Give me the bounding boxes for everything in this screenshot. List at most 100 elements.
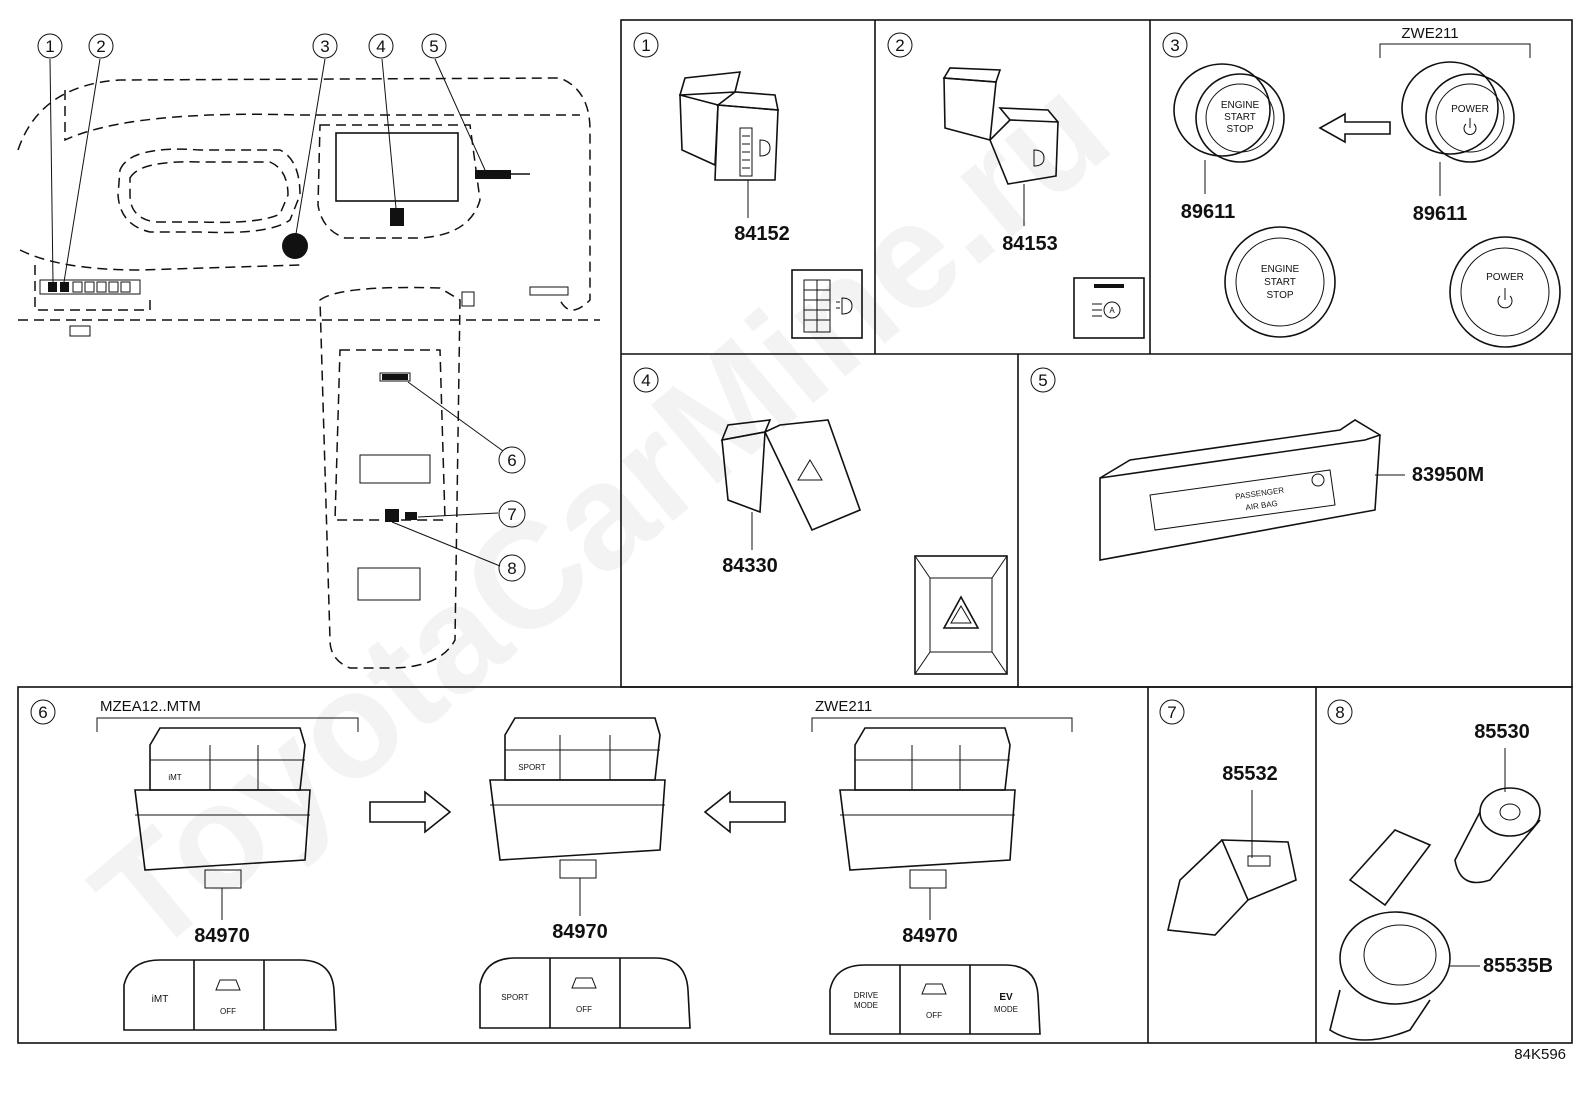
svg-text:ENGINE: ENGINE: [1261, 264, 1300, 275]
svg-text:PASSENGER: PASSENGER: [1235, 486, 1285, 502]
callout-8: 8: [498, 554, 526, 582]
svg-text:SPORT: SPORT: [501, 993, 529, 1002]
dimmer-switch-drawing: [678, 71, 779, 181]
part-89611-right: 89611: [1413, 203, 1468, 225]
svg-text:OFF: OFF: [220, 1007, 236, 1016]
callout-2: 2: [88, 33, 114, 59]
panel-3: 3 ZWE211 ENGINE START STOP POWER 89611 8…: [1162, 25, 1561, 348]
model-zwe211-p6: ZWE211: [815, 698, 872, 715]
leveling-icon-box: A: [1073, 277, 1145, 339]
switch-assembly-ev: [839, 727, 1016, 889]
svg-text:POWER: POWER: [1451, 104, 1489, 115]
usb-port-drawing: [1167, 839, 1297, 936]
hazard-icon-box: [914, 555, 1008, 675]
engine-start-switch: ENGINE START STOP: [1173, 63, 1285, 163]
part-83950M: 83950M: [1412, 464, 1484, 486]
svg-text:5: 5: [1038, 371, 1047, 390]
callout-1: 1: [37, 33, 63, 59]
switch-face-sport: SPORT OFF: [479, 957, 691, 1029]
svg-text:8: 8: [507, 559, 516, 578]
headlight-leveling-switch-drawing: [942, 67, 1059, 185]
svg-text:4: 4: [641, 371, 650, 390]
panel-7: 7 85532: [1159, 699, 1297, 936]
traction-control-icon: [215, 979, 241, 991]
part-85535B: 85535B: [1483, 955, 1553, 977]
svg-text:SPORT: SPORT: [518, 763, 546, 772]
svg-text:7: 7: [507, 505, 516, 524]
panel-1: 1 84152: [633, 32, 863, 339]
model-zwe211-p3: ZWE211: [1401, 25, 1458, 42]
panel-5: 5 PASSENGER AIR BAG 83950M: [1030, 367, 1484, 561]
panel-2: 2 84153 A: [887, 32, 1145, 339]
svg-text:MODE: MODE: [994, 1005, 1018, 1014]
svg-text:3: 3: [320, 37, 329, 56]
svg-text:7: 7: [1167, 703, 1176, 722]
svg-text:OFF: OFF: [926, 1011, 942, 1020]
panel-4: 4 84330: [633, 367, 1008, 675]
hazard-switch-drawing: [720, 419, 862, 532]
svg-text:DRIVE: DRIVE: [854, 991, 878, 1000]
callout-5: 5: [421, 33, 447, 59]
svg-text:4: 4: [376, 37, 385, 56]
power-outlet-socket-drawing: [1329, 829, 1451, 1041]
watermark: ToyotaCarMine.ru: [63, 43, 1139, 984]
svg-text:A: A: [1109, 306, 1115, 315]
arrow-left-icon: [1318, 112, 1391, 144]
model-mzea12-mtm: MZEA12..MTM: [100, 698, 201, 715]
svg-text:2: 2: [96, 37, 105, 56]
dashboard-overview: [17, 58, 600, 669]
power-outlet-cap-drawing: [1454, 787, 1541, 884]
svg-text:START: START: [1224, 112, 1256, 123]
hazard-triangle-icon: [942, 595, 980, 629]
panel-6: 6 MZEA12..MTM ZWE211 iMT 84970 SPORT: [30, 698, 1073, 1035]
airbag-off-icon: [1311, 473, 1325, 487]
callout-4: 4: [368, 33, 394, 59]
part-84970-right: 84970: [902, 925, 958, 947]
svg-text:ENGINE: ENGINE: [1221, 100, 1260, 111]
traction-control-icon: [921, 983, 947, 995]
dimmer-icon-box: [791, 269, 863, 339]
switch-assembly-sport: SPORT: [489, 717, 666, 879]
switch-face-imt: iMT OFF: [123, 959, 337, 1031]
svg-text:OFF: OFF: [576, 1005, 592, 1014]
svg-text:AIR BAG: AIR BAG: [1245, 499, 1278, 512]
svg-text:iMT: iMT: [152, 994, 169, 1005]
svg-text:STOP: STOP: [1266, 290, 1293, 301]
svg-text:8: 8: [1335, 703, 1344, 722]
part-84970-center: 84970: [552, 921, 608, 943]
svg-text:5: 5: [429, 37, 438, 56]
svg-text:3: 3: [1170, 36, 1179, 55]
svg-text:1: 1: [45, 37, 54, 56]
power-icon: [1497, 295, 1513, 309]
svg-text:STOP: STOP: [1226, 124, 1253, 135]
traction-control-icon: [571, 977, 597, 989]
engine-start-face: ENGINE START STOP: [1224, 226, 1336, 338]
svg-text:2: 2: [895, 36, 904, 55]
arrow-left-icon: [703, 790, 786, 834]
part-84153: 84153: [1002, 233, 1058, 255]
svg-text:START: START: [1264, 277, 1296, 288]
part-85530: 85530: [1474, 721, 1530, 743]
overview-callouts: 1 2 3 4 5 6 7 8: [37, 33, 526, 582]
svg-text:POWER: POWER: [1486, 272, 1524, 283]
arrow-right-icon: [369, 790, 452, 834]
svg-text:6: 6: [507, 451, 516, 470]
power-switch: POWER: [1401, 61, 1515, 163]
callout-3: 3: [312, 33, 338, 59]
switch-assembly-imt: iMT: [134, 727, 311, 889]
switch-face-ev: DRIVE MODE OFF EV MODE: [829, 964, 1041, 1035]
svg-text:MODE: MODE: [854, 1001, 878, 1010]
panel-8: 8 85530 85535B: [1327, 699, 1553, 1041]
part-84152: 84152: [734, 223, 790, 245]
svg-text:1: 1: [641, 36, 650, 55]
svg-text:iMT: iMT: [168, 773, 181, 782]
power-icon: [1463, 123, 1477, 135]
svg-text:EV: EV: [999, 992, 1013, 1003]
part-89611-left: 89611: [1181, 201, 1236, 223]
panel-frames: [17, 19, 1573, 1044]
callout-6: 6: [498, 446, 526, 474]
diagram-code: 84K596: [1514, 1046, 1566, 1063]
part-85532: 85532: [1222, 763, 1278, 785]
part-84330: 84330: [722, 555, 778, 577]
